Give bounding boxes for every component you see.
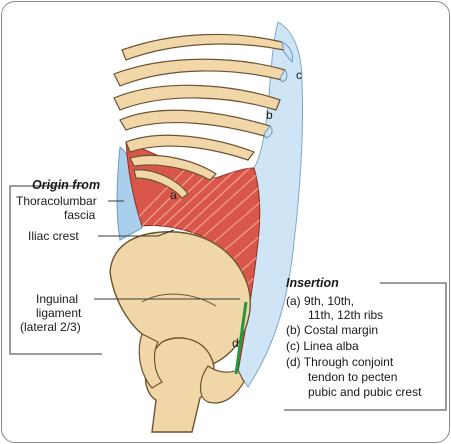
pubis xyxy=(199,365,245,404)
ischium xyxy=(138,333,163,389)
label-a: a xyxy=(170,188,177,202)
origin-heading: Origin from xyxy=(32,178,101,192)
inguinal-label-line3: (lateral 2/3) xyxy=(20,320,81,334)
rib-1 xyxy=(121,33,285,61)
insertion-line-4: (c) Linea alba xyxy=(286,339,359,353)
rib-3 xyxy=(113,84,281,111)
inguinal-label-line2: ligament xyxy=(36,306,82,320)
fascia-label-line1: Thoracolumbar xyxy=(16,194,97,208)
iliac-leader xyxy=(98,229,175,237)
insertion-line-2: 11th, 12th ribs xyxy=(308,308,384,322)
rib-7 xyxy=(133,169,189,199)
rib-2 xyxy=(113,58,286,87)
origin-bracket xyxy=(9,185,102,355)
label-c: c xyxy=(296,68,302,82)
rib-5 xyxy=(125,134,255,161)
rib-6 xyxy=(129,154,217,181)
fascia-label-line2: fascia xyxy=(64,208,96,222)
insertion-line-5: (d) Through conjoint xyxy=(286,355,394,369)
insertion-line-6: tendon to pecten xyxy=(308,370,398,384)
label-b: b xyxy=(266,108,273,122)
inguinal-label-line1: Inguinal xyxy=(36,292,79,306)
iliac-crest-label: Iliac crest xyxy=(28,229,79,243)
insertion-line-3: (b) Costal margin xyxy=(286,323,379,337)
insertion-bracket xyxy=(284,282,447,411)
label-d: d xyxy=(232,336,239,350)
insertion-line-1: (a) 9th, 10th, xyxy=(286,294,355,308)
conjoint-tendon xyxy=(234,301,248,375)
insertion-line-7: pubic and pubic crest xyxy=(308,385,422,399)
insertion-heading: Insertion xyxy=(286,276,339,290)
rib-4 xyxy=(119,109,271,137)
